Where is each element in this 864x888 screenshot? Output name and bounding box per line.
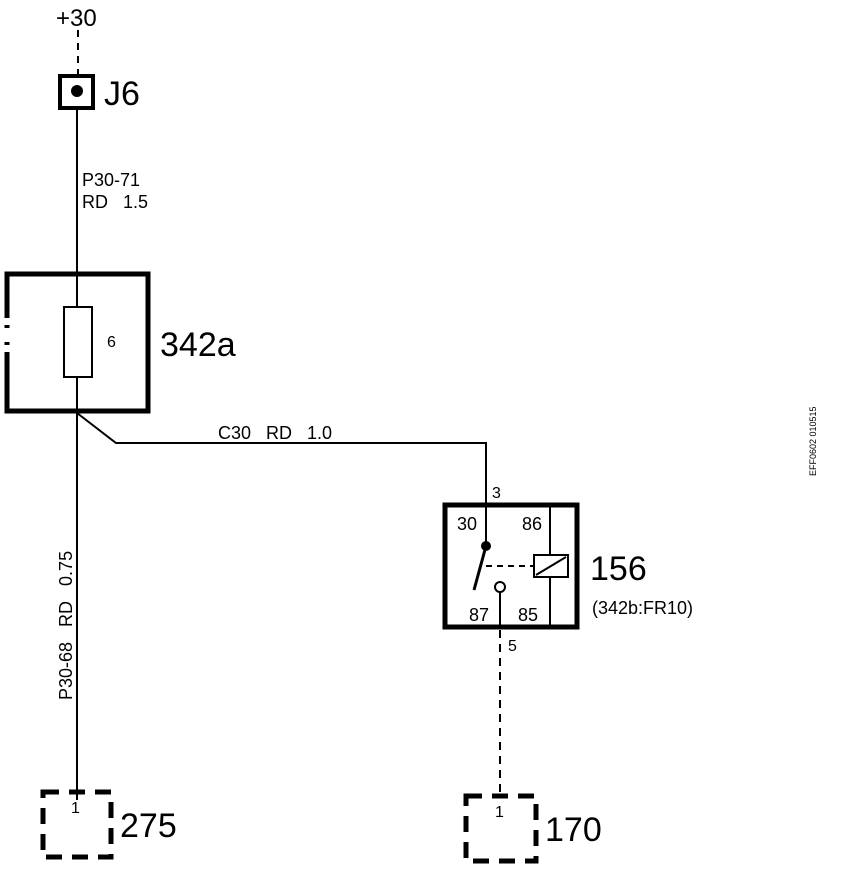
connector-275-pin: 1 [71, 800, 80, 817]
fuse-box-label: 342a [160, 326, 236, 364]
j6-connector-dot [71, 85, 83, 97]
supply-label: +30 [56, 5, 97, 32]
relay-coil-slash [535, 556, 567, 576]
fuse-number: 6 [107, 334, 116, 351]
relay-terminal-30: 30 [457, 514, 477, 534]
connector-170-label: 170 [545, 811, 602, 849]
connector-275-label: 275 [120, 807, 177, 845]
relay-label: 156 [590, 550, 647, 588]
fuse-box-outline [4, 271, 151, 414]
wire-down-label: P30-68 RD 0.75 [56, 551, 76, 700]
j6-label: J6 [104, 75, 140, 113]
connector-170-box [463, 793, 539, 864]
side-code: EFF0602 010515 [808, 406, 818, 476]
relay-156: 30 86 87 85 [442, 502, 580, 630]
relay-terminal-85: 85 [518, 605, 538, 625]
fuse-box-342a: 6 [4, 271, 151, 414]
relay-terminal-86: 86 [522, 514, 542, 534]
fuse-element [63, 306, 93, 378]
wire-top-spec: RD 1.5 [82, 192, 148, 212]
connector-275: 1 [40, 789, 114, 860]
branch-wire-label: C30 RD 1.0 [218, 423, 332, 443]
relay-pin-in: 3 [492, 485, 501, 502]
relay-contact-arm [472, 545, 488, 591]
relay-pin-out: 5 [508, 638, 517, 655]
branch-wire [76, 412, 487, 510]
connector-170: 1 [463, 793, 539, 864]
connector-275-box [40, 789, 114, 860]
relay-outline [442, 502, 580, 630]
relay-sublabel: (342b:FR10) [592, 598, 693, 618]
relay-terminal-87: 87 [469, 605, 489, 625]
connector-170-pin: 1 [495, 804, 504, 821]
wire-top-code: P30-71 [82, 170, 140, 190]
relay-contact-open [494, 581, 506, 593]
